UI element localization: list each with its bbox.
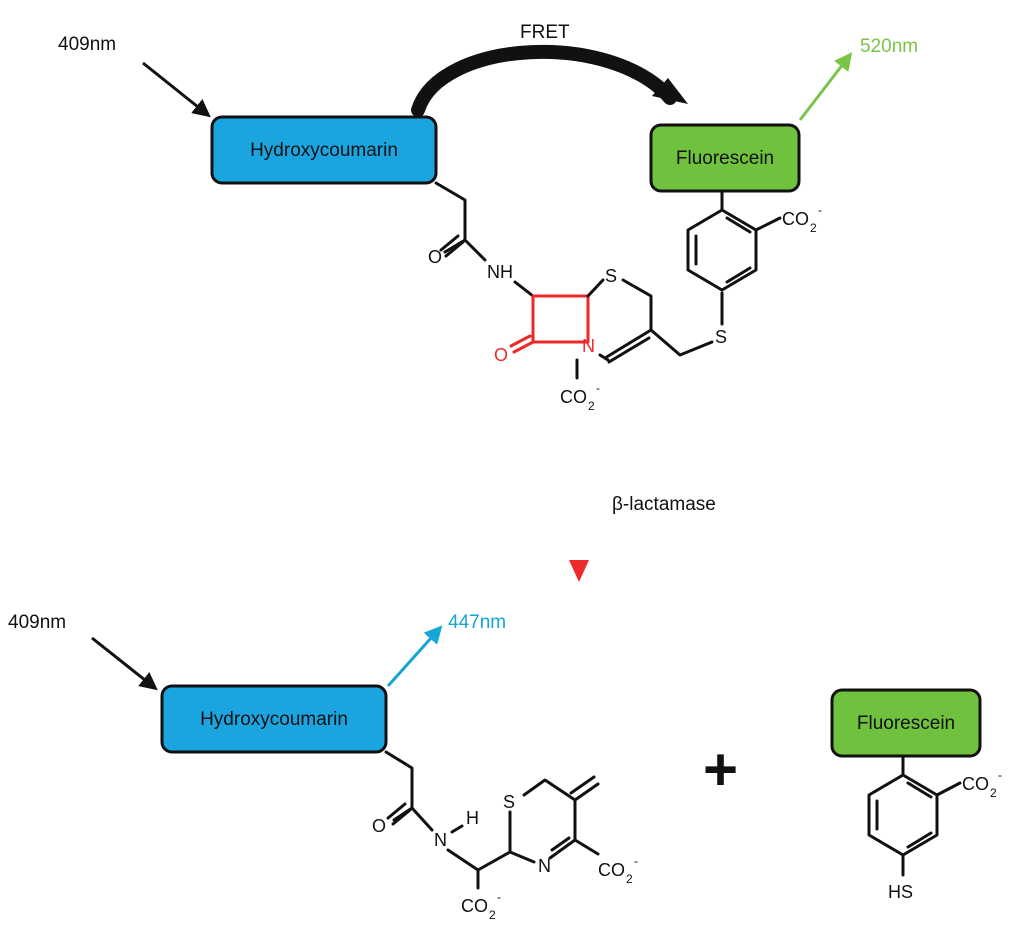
svg-text:CO: CO [782,209,809,229]
top-amide-bond [463,238,487,262]
bottom-ring-carboxylate: CO 2 - [598,854,638,886]
top-ring-carboxylate: CO 2 - [560,381,600,413]
bottom-ring-sulfur: S [503,792,515,812]
top-benzene-carboxylate-bond [754,216,782,232]
svg-text:CO: CO [560,387,587,407]
bottom-ring-carboxylate-bond [573,838,600,856]
bottom-amide-nitrogen: N [434,830,447,850]
top-nh-to-ring-bond [513,280,535,298]
fret-label: FRET [520,22,570,43]
bottom-ring-bond-2 [522,778,577,860]
bottom-ring-imine-double [550,836,571,852]
top-excitation-label: 409nm [58,34,116,55]
beta-lactam-carbonyl-double-bond [509,334,532,348]
top-emission-arrow [798,52,853,121]
top-benzene-inner-2 [725,266,752,284]
top-ring-bond-2 [603,278,653,360]
fret-arrowhead [652,78,688,104]
svg-text:-: - [634,854,638,868]
bottom-ring-n-bond [508,850,536,864]
bottom-benzene-carboxylate-bond [935,781,962,797]
enzyme-arrowhead [569,560,589,582]
bottom-emission-arrow [386,625,443,688]
cleaved-products: 409nm Hydroxycoumarin 447nm O N H CO 2 -… [8,612,1002,922]
bottom-excitation-arrow [91,636,158,691]
svg-text:2: 2 [810,221,817,235]
plus-sign: + [703,736,738,803]
bottom-ring-exo-double-2 [569,775,596,795]
beta-lactam-oxygen: O [494,345,508,365]
bottom-carbonyl-oxygen: O [372,816,386,836]
svg-text:CO: CO [962,774,989,794]
top-carbonyl-double-bond [439,234,460,252]
beta-lactam-nitrogen: N [582,336,595,356]
top-carbonyl-oxygen: O [428,247,442,267]
top-linker-bond [434,181,467,254]
bottom-benzene-ring [867,773,939,857]
top-ring-bond-1 [586,278,605,298]
bottom-benzene-carboxylate: CO 2 - [962,768,1002,800]
svg-text:2: 2 [588,399,595,413]
fret-arrow [411,44,677,117]
svg-text:CO: CO [598,860,625,880]
bottom-benzene-inner-3 [906,781,933,799]
bottom-nh-bond [450,824,464,834]
svg-text:2: 2 [489,908,496,922]
bottom-ring-exo-double-1 [573,782,600,802]
bottom-acceptor-box [830,688,982,758]
bottom-alpha-carboxylate: CO 2 - [461,890,501,922]
bottom-emission-label: 447nm [448,612,506,633]
bottom-excitation-label: 409nm [8,612,66,633]
svg-text:-: - [818,203,822,217]
top-acceptor-label: Fluorescein [676,148,774,169]
bottom-amide-bond [410,806,434,832]
enzyme-step: β-lactamase [569,440,716,582]
intact-substrate: 409nm FRET Hydroxycoumarin Fluorescein 5… [58,22,918,413]
top-benzene-carboxylate: CO 2 - [782,203,822,235]
bottom-carbonyl-bond [391,808,412,826]
bottom-amide-hydrogen: H [466,808,479,828]
top-benzene-ring [686,208,758,292]
top-acceptor-box [649,123,801,193]
enzyme-label: β-lactamase [612,494,716,515]
svg-text:-: - [998,768,1002,782]
svg-text:-: - [596,381,600,395]
top-benzene-inner-3 [725,216,752,234]
top-ring-sulfur: S [605,266,617,286]
bottom-carbonyl-double-bond [386,802,407,820]
top-thioether-sulfur: S [715,327,727,347]
top-donor-box [210,115,438,185]
top-ring-n-bond [598,353,610,362]
bottom-backbone-bond [446,848,512,872]
svg-text:2: 2 [626,872,633,886]
svg-text:2: 2 [990,786,997,800]
top-emission-label: 520nm [860,36,918,57]
top-carbonyl-bond [444,240,465,258]
top-ring-side-chain [649,328,714,357]
top-amide-nh: NH [487,262,513,282]
beta-lactam-ring [531,294,590,344]
bottom-donor-label: Hydroxycoumarin [200,709,348,730]
bottom-benzene-inner-2 [906,831,933,849]
top-ring-double-bond [607,336,651,364]
svg-text:CO: CO [461,896,488,916]
bottom-thiol-label: HS [888,882,913,902]
top-donor-label: Hydroxycoumarin [250,140,398,161]
bottom-donor-box [160,684,388,754]
svg-text:-: - [497,890,501,904]
bottom-ring-nitrogen: N [538,856,551,876]
bottom-acceptor-label: Fluorescein [857,713,955,734]
top-excitation-arrow [142,61,211,118]
beta-lactam-carbonyl-bond [512,340,535,354]
